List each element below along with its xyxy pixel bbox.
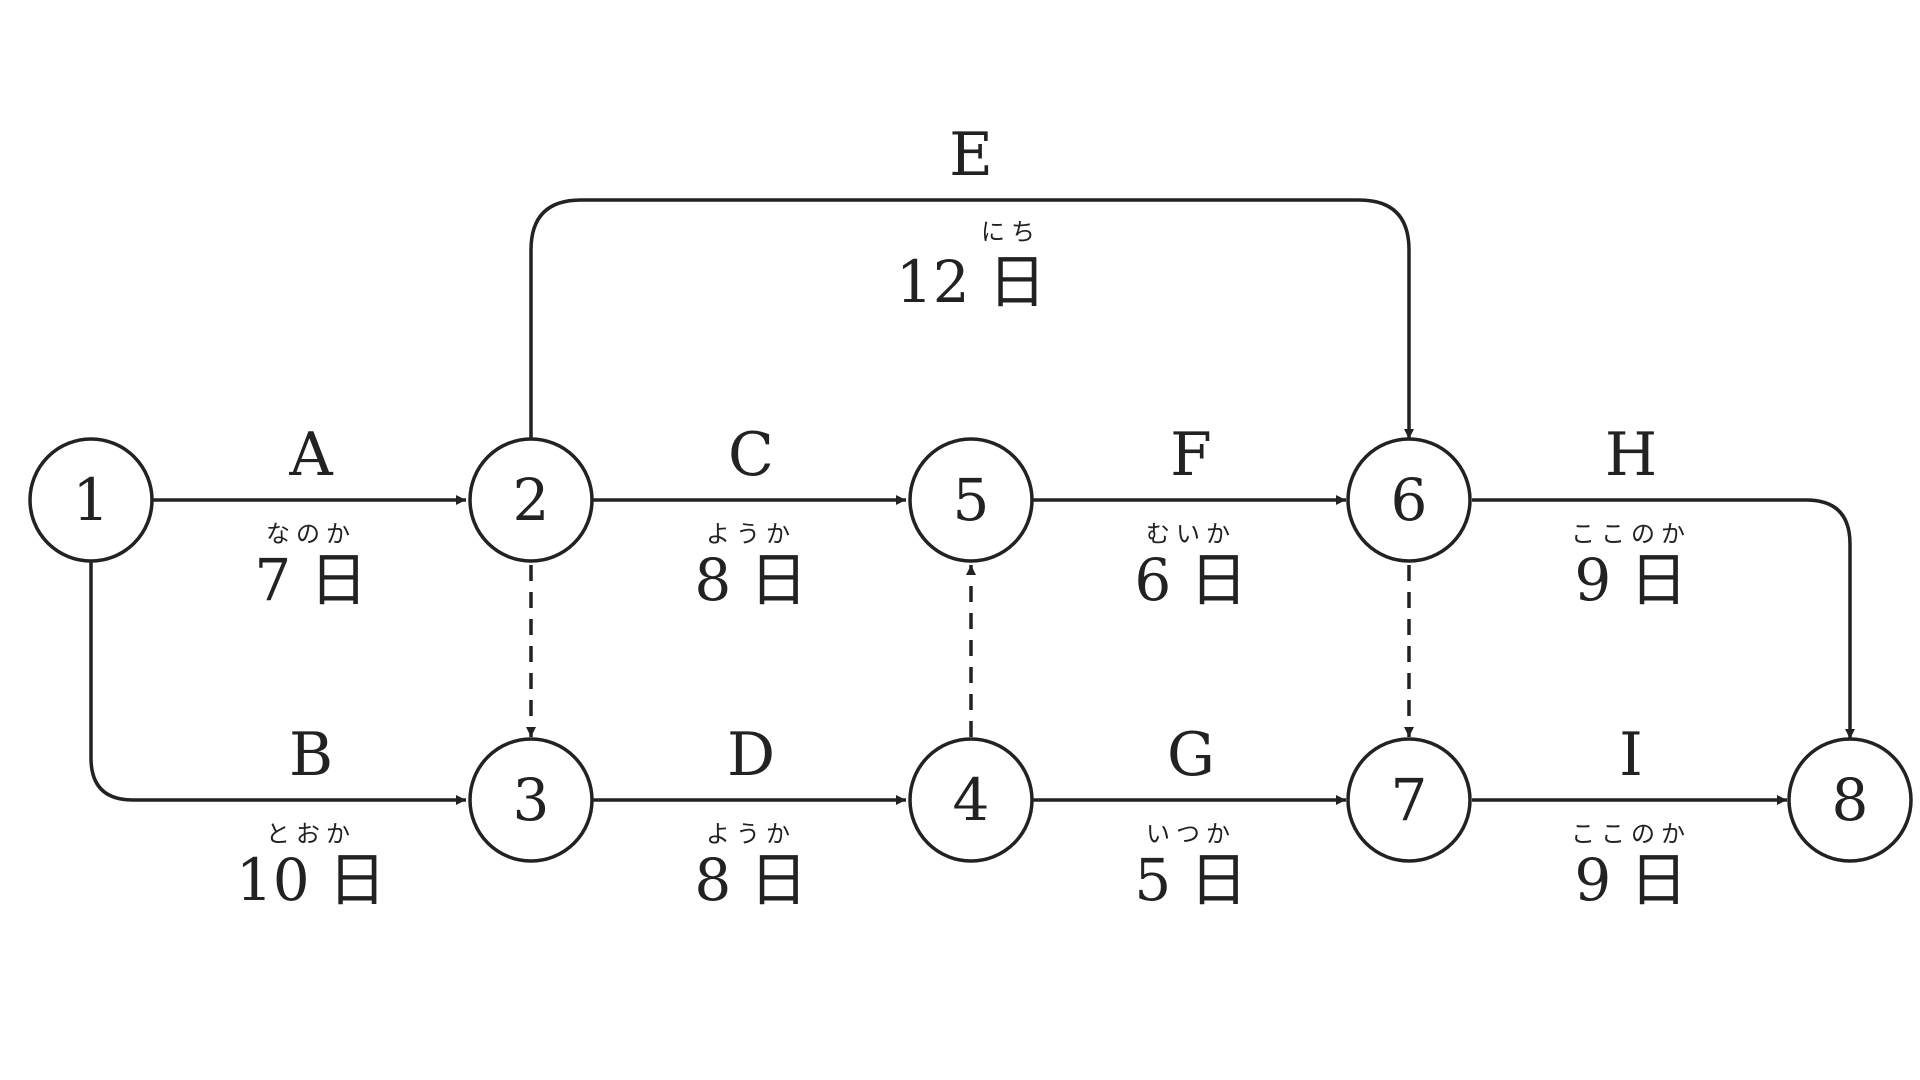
node-3: 3	[468, 737, 594, 863]
activity-e-duration: 12 日	[896, 248, 1046, 316]
node-2-label: 2	[513, 466, 550, 534]
node-8-label: 8	[1832, 766, 1869, 834]
activity-h-ruby: ここのか	[1571, 520, 1691, 548]
node-6: 6	[1346, 437, 1472, 563]
activity-f-letter: F	[1170, 420, 1212, 490]
node-7-label: 7	[1391, 766, 1428, 834]
activity-e-ruby: にち	[981, 218, 1041, 246]
activity-h-letter: H	[1605, 420, 1657, 490]
activity-c-letter: C	[728, 420, 774, 490]
activity-d-ruby: ようか	[706, 820, 796, 848]
activity-i-label: I ここのか 9 日	[1571, 720, 1691, 914]
activity-g-letter: G	[1167, 720, 1215, 790]
activity-a-ruby: なのか	[266, 520, 356, 548]
node-4-label: 4	[953, 766, 990, 834]
activity-g-duration: 5 日	[1134, 846, 1247, 914]
activity-f-label: F むいか 6 日	[1134, 420, 1247, 614]
activity-b-ruby: とおか	[266, 820, 356, 848]
activity-c-duration: 8 日	[694, 546, 807, 614]
activity-a-duration: 7 日	[254, 546, 367, 614]
activity-f-ruby: むいか	[1146, 520, 1236, 548]
activity-f-duration: 6 日	[1134, 546, 1247, 614]
node-4: 4	[908, 737, 1034, 863]
activity-labels: A なのか 7 日 B とおか 10 日 C ようか 8 日 D ようか 8 日…	[236, 120, 1691, 914]
activity-g-label: G いつか 5 日	[1134, 720, 1247, 914]
node-3-label: 3	[513, 766, 550, 834]
activity-d-letter: D	[727, 720, 775, 790]
activity-e-arrow	[529, 198, 1414, 439]
edges	[89, 198, 1855, 805]
activity-a-letter: A	[288, 420, 333, 490]
activity-c-ruby: ようか	[706, 520, 796, 548]
nodes: 1 2 3 4 5 6 7 8	[28, 437, 1913, 863]
activity-b-arrow	[89, 561, 466, 805]
activity-i-duration: 9 日	[1574, 846, 1687, 914]
activity-e-label: E にち 12 日	[896, 120, 1046, 316]
activity-g-ruby: いつか	[1146, 820, 1236, 848]
activity-e-letter: E	[949, 120, 993, 190]
activity-b-label: B とおか 10 日	[236, 720, 386, 914]
activity-d-duration: 8 日	[694, 846, 807, 914]
activity-c-label: C ようか 8 日	[694, 420, 807, 614]
activity-h-arrow	[1472, 498, 1855, 739]
node-7: 7	[1346, 737, 1472, 863]
activity-b-letter: B	[289, 720, 333, 790]
activity-d-label: D ようか 8 日	[694, 720, 807, 914]
activity-h-label: H ここのか 9 日	[1571, 420, 1691, 614]
node-1-label: 1	[73, 466, 110, 534]
activity-a-label: A なのか 7 日	[254, 420, 367, 614]
node-5: 5	[908, 437, 1034, 563]
node-1: 1	[28, 437, 154, 563]
node-6-label: 6	[1391, 466, 1428, 534]
activity-i-ruby: ここのか	[1571, 820, 1691, 848]
node-8: 8	[1787, 737, 1913, 863]
node-2: 2	[468, 437, 594, 563]
activity-i-letter: I	[1619, 720, 1643, 790]
node-5-label: 5	[953, 466, 990, 534]
activity-h-duration: 9 日	[1574, 546, 1687, 614]
activity-b-duration: 10 日	[236, 846, 386, 914]
